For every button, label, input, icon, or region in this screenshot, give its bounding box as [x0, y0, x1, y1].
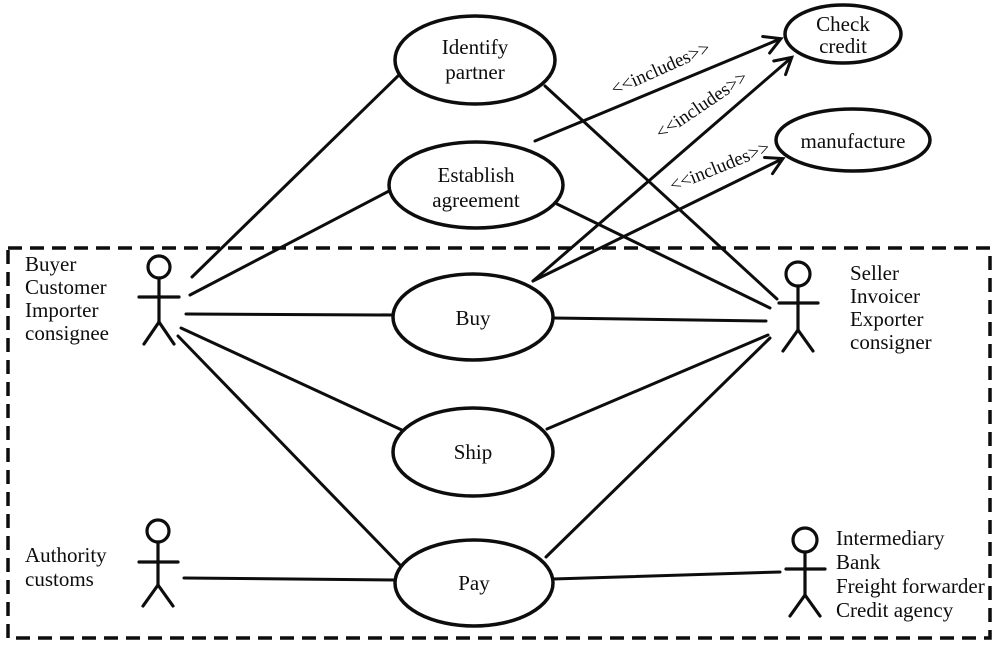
actor-seller-label-4: consigner [850, 330, 932, 354]
usecase-pay-label: Pay [458, 571, 490, 595]
association-buyer-establish-agreement [188, 188, 393, 297]
association-lines-buyer [176, 72, 406, 568]
actor-buyer-label-3: Importer [25, 298, 98, 322]
association-buyer-ship [179, 326, 406, 433]
actor-intermediary-figure [784, 526, 827, 618]
actor-intermediary-head [791, 526, 819, 554]
actor-seller-labels: Seller Invoicer Exporter consigner [850, 261, 932, 354]
actor-authority-leg-left [141, 583, 160, 608]
usecase-manufacture-ellipse [774, 107, 932, 173]
association-intermediary-pay [551, 570, 782, 581]
actor-authority-label-2: customs [25, 567, 94, 591]
usecase-ship-ellipse [391, 406, 555, 498]
actor-seller-label-2: Invoicer [850, 284, 920, 308]
include-arrows [531, 34, 795, 283]
actor-seller-figure [777, 260, 820, 353]
usecase-check-credit-ellipse [783, 3, 903, 65]
actor-seller-label-3: Exporter [850, 307, 923, 331]
actor-buyer-head [146, 254, 172, 280]
association-seller-establish-agreement [555, 202, 772, 310]
actor-buyer-labels: Buyer Customer Importer consignee [25, 252, 109, 345]
use-case-ellipses [387, 3, 932, 628]
association-authority-pay [182, 576, 398, 582]
association-buyer-buy [184, 312, 396, 317]
actor-buyer-label-1: Buyer [25, 252, 76, 276]
usecase-buy-label: Buy [455, 306, 491, 330]
usecase-identify-partner-ellipse [393, 14, 557, 106]
actor-seller-label-1: Seller [850, 261, 899, 285]
usecase-establish-agreement-ellipse [387, 140, 565, 230]
actor-buyer-leg-right [157, 320, 176, 346]
include-label-buy-manufacture: <<includes>> [667, 137, 773, 196]
usecase-pay-ellipse [393, 538, 555, 628]
actor-seller-leg-left [781, 328, 800, 353]
usecase-ship-label: Ship [454, 440, 493, 464]
association-seller-pay [544, 336, 772, 559]
actor-intermediary-label-2: Bank [836, 550, 881, 574]
association-buyer-identify-partner [190, 72, 402, 279]
actor-intermediary-leg-right [803, 593, 822, 618]
usecase-identify-partner-label-line1: Identify [442, 35, 509, 59]
actor-intermediary-label-3: Freight forwarder [836, 574, 985, 598]
actor-buyer-leg-left [142, 320, 161, 346]
actor-intermediary-label-1: Intermediary [836, 526, 945, 550]
usecase-manufacture-label: manufacture [801, 129, 906, 153]
actor-authority-label-1: Authority [25, 543, 107, 567]
association-seller-buy [551, 316, 768, 323]
usecase-establish-agreement-label-line2: agreement [432, 188, 520, 212]
actor-buyer-figure [137, 254, 181, 346]
usecase-check-credit-label-line1: Check [816, 12, 870, 36]
actor-buyer-label-2: Customer [25, 275, 107, 299]
usecase-check-credit-label-line2: credit [819, 34, 867, 58]
actor-seller-leg-right [796, 328, 815, 353]
include-arrow-buy-manufacture [531, 156, 786, 283]
include-arrow-buy-check-credit [531, 55, 795, 283]
usecase-establish-agreement-label-line1: Establish [438, 163, 515, 187]
usecase-buy-ellipse [391, 272, 555, 362]
include-label-establish-check: <<includes>> [608, 38, 714, 100]
actor-authority-leg-right [156, 583, 175, 608]
include-arrow-establish-agreement-check-credit [533, 34, 784, 143]
association-buyer-pay [176, 334, 403, 568]
actor-intermediary-labels: Intermediary Bank Freight forwarder Cred… [836, 526, 985, 622]
actor-authority-figure [137, 518, 180, 608]
actor-intermediary-label-4: Credit agency [836, 598, 954, 622]
usecase-identify-partner-label-line2: partner [445, 60, 504, 84]
actor-seller-head [784, 260, 812, 288]
actor-authority-head [145, 518, 171, 544]
actor-buyer-label-4: consignee [25, 321, 109, 345]
actor-intermediary-leg-left [788, 593, 807, 618]
association-lines-bottom [182, 570, 782, 582]
association-seller-identify-partner [543, 84, 779, 301]
system-boundary [6, 246, 992, 640]
association-seller-ship [545, 333, 770, 431]
actor-authority-labels: Authority customs [25, 543, 107, 591]
